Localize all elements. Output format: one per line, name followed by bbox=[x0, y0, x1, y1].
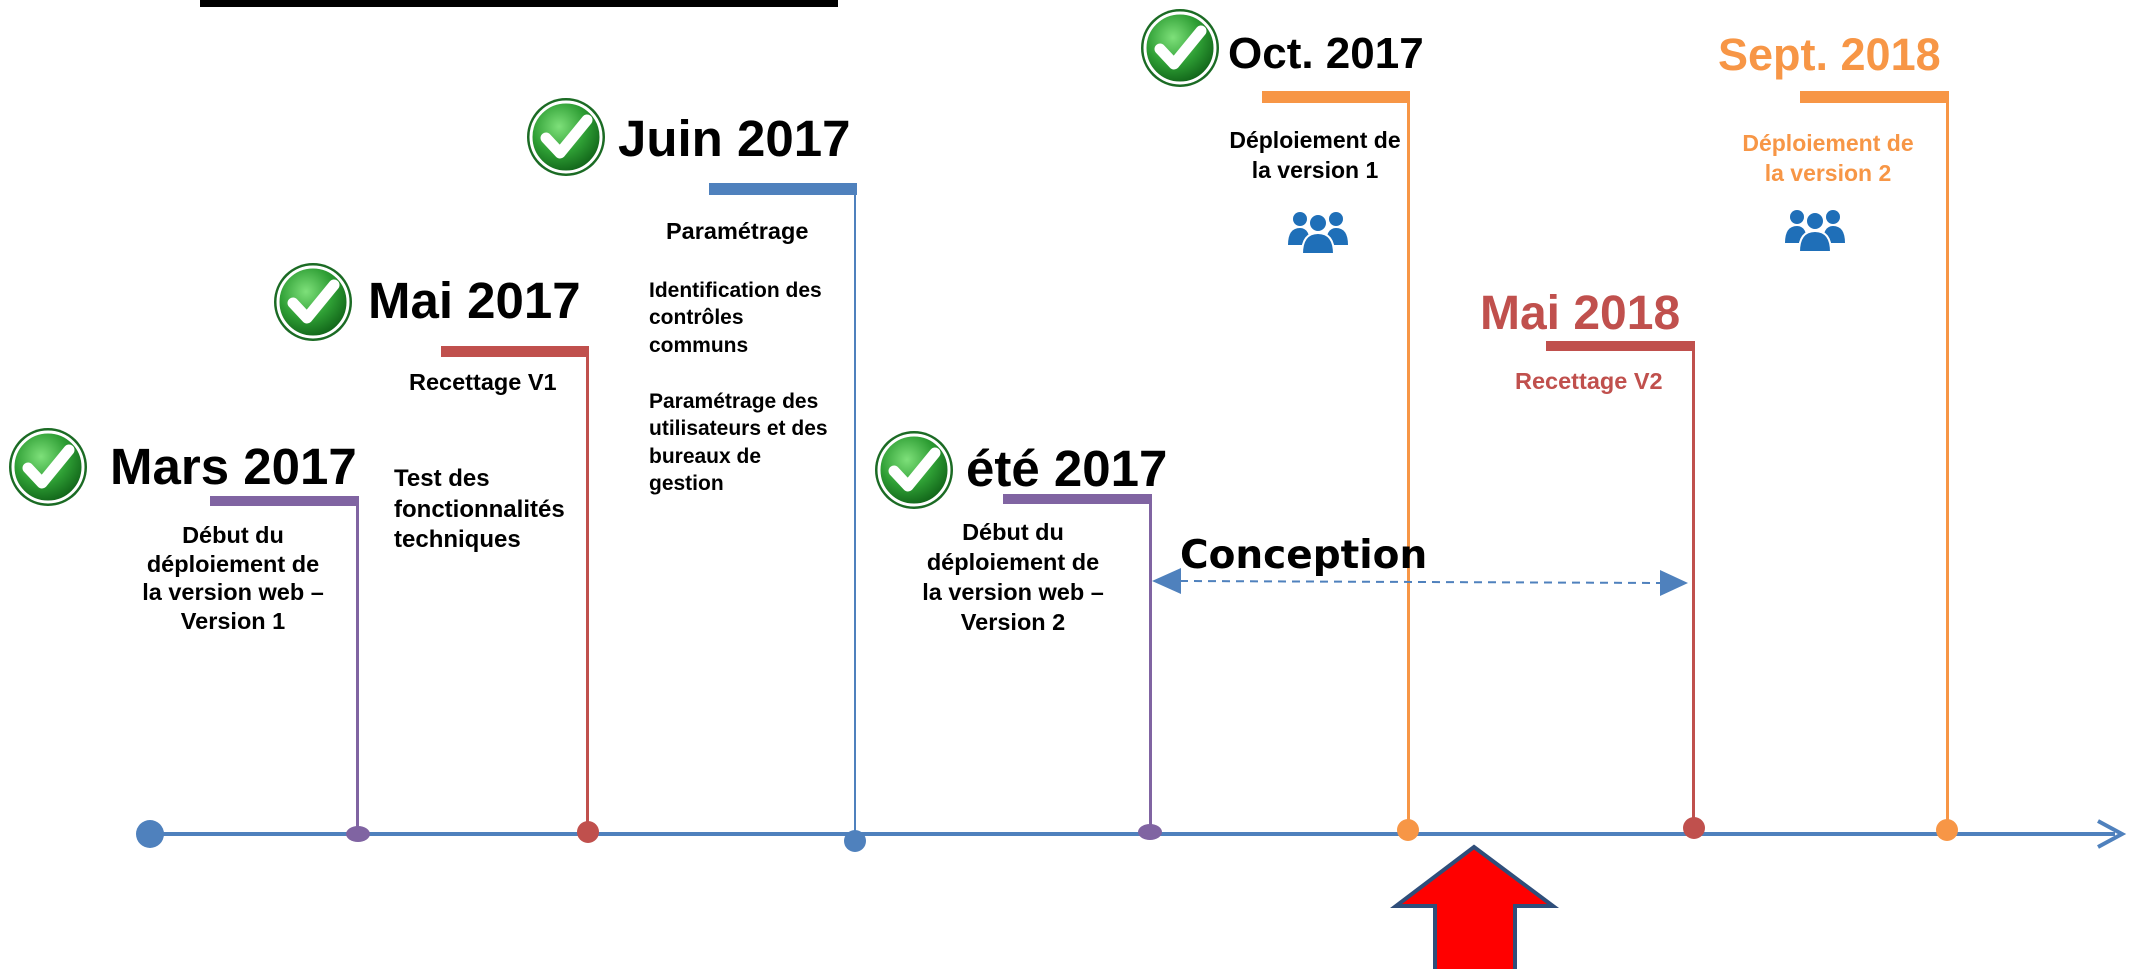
desc-line: Début du bbox=[962, 519, 1064, 545]
milestone-juin2017-marker bbox=[709, 183, 866, 852]
span-arrowhead-right bbox=[1660, 570, 1688, 596]
current-position-arrow bbox=[1390, 844, 1560, 969]
desc-line: déploiement de bbox=[926, 549, 1100, 576]
milestone-stem bbox=[1946, 91, 1949, 834]
desc-line: fonctionnalités bbox=[394, 495, 565, 523]
desc-line: la version 2 bbox=[1764, 159, 1892, 186]
axis-dot bbox=[844, 830, 866, 852]
milestone-mai2018-marker bbox=[1546, 341, 1705, 839]
milestone-date-oct2017: Oct. 2017 bbox=[1228, 29, 1424, 78]
milestone-bar bbox=[1546, 341, 1695, 351]
milestone-date-mars2017: Mars 2017 bbox=[110, 438, 357, 495]
desc-line: la version 1 bbox=[1251, 156, 1379, 183]
milestone-desc-ete2017: Début du déploiement de la version web –… bbox=[893, 517, 1133, 637]
milestone-title-juin2017: Paramétrage bbox=[666, 218, 809, 244]
conception-span-arrow bbox=[1152, 568, 1688, 596]
milestone-title-mai2017: Recettage V1 bbox=[409, 369, 557, 395]
milestone-desc-sept2018: Déploiement de la version 2 bbox=[1713, 129, 1943, 189]
milestone-ete2017-marker bbox=[1003, 494, 1162, 840]
milestone-date-ete2017: été 2017 bbox=[966, 440, 1168, 497]
milestone-bar bbox=[1262, 91, 1410, 103]
checkmark-icon bbox=[9, 428, 87, 506]
axis-arrowhead bbox=[2097, 819, 2127, 849]
milestone-title-mai2018: Recettage V2 bbox=[1515, 368, 1663, 394]
milestone-sept2018-marker bbox=[1800, 91, 1958, 841]
axis-dot bbox=[577, 821, 599, 843]
axis-dot bbox=[1138, 824, 1162, 840]
desc-line: déploiement de bbox=[146, 550, 320, 577]
desc-line: gestion bbox=[649, 471, 724, 495]
desc-line: techniques bbox=[394, 526, 521, 554]
milestone-stem bbox=[1692, 341, 1695, 834]
desc-line: Version 1 bbox=[180, 607, 286, 634]
people-group-icon bbox=[1785, 210, 1845, 253]
milestone-mars2017-marker bbox=[210, 496, 370, 842]
desc-line: la version web – bbox=[922, 579, 1104, 606]
milestone-bar bbox=[210, 496, 358, 506]
desc-line: bureaux de bbox=[649, 444, 762, 468]
milestone-oct2017-marker bbox=[1262, 91, 1419, 841]
axis-dot bbox=[346, 826, 370, 842]
desc-line: Début du bbox=[182, 522, 284, 548]
milestone-mai2017-marker bbox=[441, 346, 599, 843]
milestone-date-sept2018: Sept. 2018 bbox=[1718, 29, 1941, 80]
checkmark-icon bbox=[274, 263, 352, 341]
desc-line: Version 2 bbox=[960, 609, 1066, 636]
span-arrowhead-left bbox=[1152, 568, 1181, 594]
milestone-stem bbox=[1407, 91, 1410, 834]
desc-line: Identification des bbox=[649, 279, 822, 302]
desc-line: Déploiement de bbox=[1229, 127, 1401, 153]
milestone-desc-mars2017: Début du déploiement de la version web –… bbox=[113, 521, 353, 636]
milestone-date-mai2018: Mai 2018 bbox=[1480, 287, 1681, 340]
checkmark-icon bbox=[527, 98, 605, 176]
checkmark-icon bbox=[1141, 9, 1219, 87]
axis-dot bbox=[1936, 819, 1958, 841]
desc-line: Déploiement de bbox=[1742, 130, 1914, 156]
top-black-bar bbox=[200, 0, 838, 7]
desc-line: contrôles bbox=[649, 306, 744, 330]
milestone-date-mai2017: Mai 2017 bbox=[368, 272, 581, 329]
desc-line: Paramétrage des bbox=[649, 390, 819, 413]
milestone-bar bbox=[1800, 91, 1949, 103]
axis-dot bbox=[1683, 817, 1705, 839]
milestone-date-juin2017: Juin 2017 bbox=[618, 110, 851, 167]
conception-label: Conception bbox=[1180, 533, 1428, 578]
milestone-bar bbox=[1003, 494, 1151, 504]
milestone-bar bbox=[709, 183, 857, 195]
milestone-bar bbox=[441, 346, 589, 357]
desc-line: la version web – bbox=[142, 579, 324, 606]
desc-line: utilisateurs et des bbox=[649, 417, 828, 441]
desc-line: communs bbox=[649, 333, 749, 357]
milestone-stem bbox=[1149, 494, 1152, 834]
checkmark-icon bbox=[875, 431, 953, 509]
milestone-desc-oct2017: Déploiement de la version 1 bbox=[1200, 126, 1430, 186]
milestone-desc-juin2017-a: Identification des contrôles communs bbox=[649, 277, 822, 359]
axis-dot bbox=[1397, 819, 1419, 841]
milestone-stem bbox=[356, 496, 359, 834]
milestone-desc-mai2017: Test des fonctionnalités techniques bbox=[394, 464, 565, 556]
milestone-stem bbox=[586, 346, 589, 834]
desc-line: Test des bbox=[394, 465, 490, 492]
axis-start-dot bbox=[136, 820, 164, 848]
milestone-desc-juin2017-b: Paramétrage des utilisateurs et des bure… bbox=[649, 388, 828, 497]
milestone-stem bbox=[854, 183, 856, 834]
people-group-icon bbox=[1288, 212, 1348, 255]
